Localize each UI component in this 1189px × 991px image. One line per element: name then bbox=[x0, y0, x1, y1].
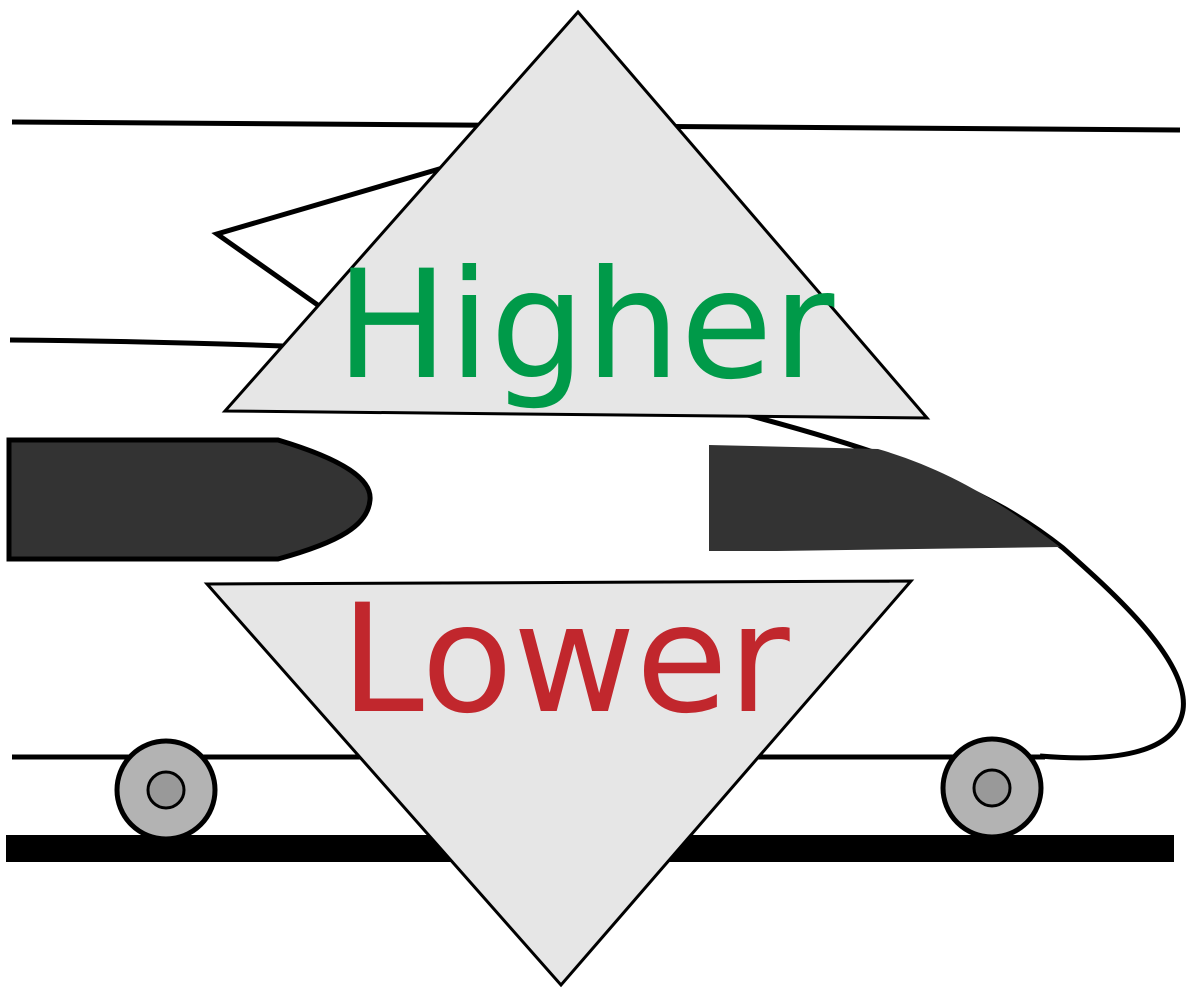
front-wheel-icon bbox=[114, 738, 218, 842]
cab-window bbox=[709, 445, 1060, 551]
left-window bbox=[6, 437, 373, 562]
pantograph-icon bbox=[211, 157, 471, 311]
down-triangle-icon bbox=[203, 579, 915, 988]
lower-label: Lower bbox=[340, 573, 790, 747]
rear-wheel-icon bbox=[940, 736, 1044, 840]
train-body bbox=[6, 119, 1186, 842]
up-triangle-icon bbox=[221, 9, 931, 420]
higher-label: Higher bbox=[336, 239, 835, 413]
